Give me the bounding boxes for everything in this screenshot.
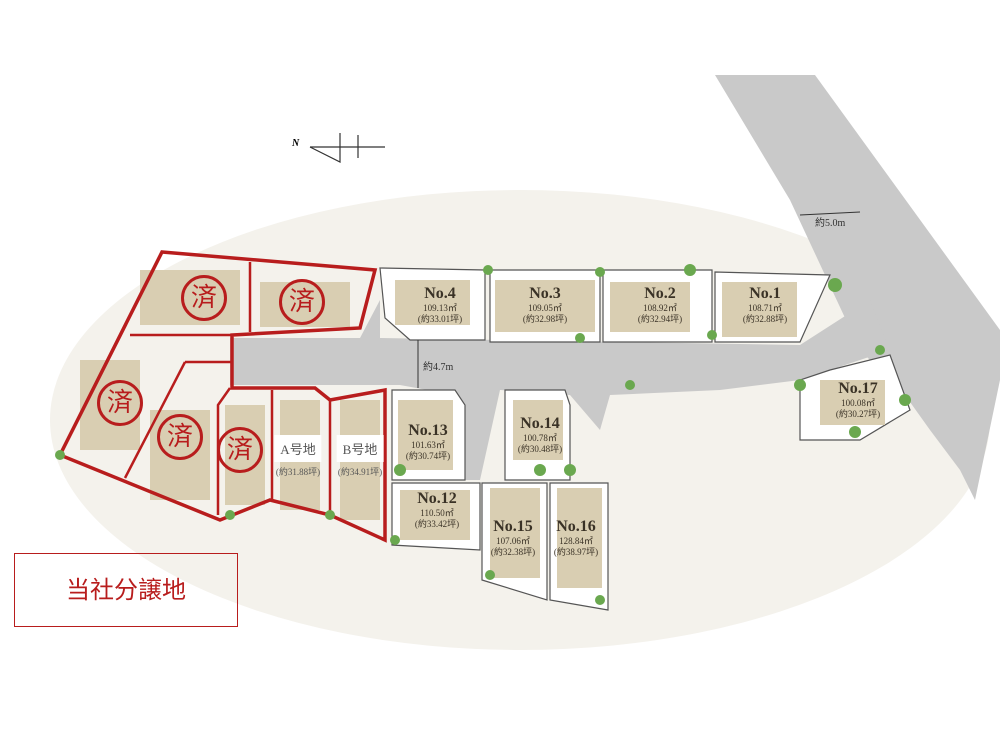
lot-number: No.3 — [529, 285, 561, 302]
lot-number: No.4 — [424, 285, 456, 302]
lot-b-label[interactable]: B号地 — [336, 435, 384, 462]
legend-company-lots: 当社分譲地 — [14, 553, 238, 627]
sold-stamp: 済 — [217, 427, 263, 473]
lot-area: 109.05㎡ — [528, 303, 562, 314]
lot-tsubo: (約32.38坪) — [490, 546, 536, 557]
lot-number: No.1 — [749, 285, 781, 302]
company-lot-dividers — [123, 262, 332, 515]
road-width-markers — [417, 211, 861, 388]
lot-b-tsubo: (約34.91坪) — [337, 467, 383, 477]
sold-stamp: 済 — [157, 414, 203, 460]
lot-a-tsubo: (約31.88坪) — [275, 467, 321, 477]
lot-number: No.16 — [556, 518, 596, 535]
lot-number: No.14 — [520, 415, 560, 432]
north-label: N — [292, 138, 300, 149]
lot-area: 101.63㎡ — [411, 440, 445, 451]
lot-tsubo: (約33.42坪) — [414, 518, 460, 529]
road-diagonal — [715, 75, 1000, 500]
lot-area: 107.06㎡ — [496, 536, 530, 547]
lot-number: No.2 — [644, 285, 676, 302]
lot-area: 108.71㎡ — [748, 303, 782, 314]
road-width-label: 約4.7m — [423, 362, 454, 373]
lot-a-label[interactable]: A号地 — [274, 435, 322, 462]
lot-tsubo: (約32.98坪) — [522, 313, 568, 324]
lot-tsubo: (約30.27坪) — [835, 408, 881, 419]
lot-tsubo: (約30.48坪) — [517, 443, 563, 454]
lot-area: 100.08㎡ — [841, 398, 875, 409]
sold-stamp: 済 — [181, 275, 227, 321]
lot-tsubo: (約38.97坪) — [553, 546, 599, 557]
lot-number: No.15 — [493, 518, 533, 535]
lot-area: 128.84㎡ — [559, 536, 593, 547]
lot-number: No.12 — [417, 490, 457, 507]
lot-tsubo: (約32.88坪) — [742, 313, 788, 324]
road-width-label: 約5.0m — [815, 218, 846, 229]
building-footprints — [80, 270, 885, 588]
lot-number: No.13 — [408, 422, 448, 439]
lot-area: 100.78㎡ — [523, 433, 557, 444]
lot-tsubo: (約32.94坪) — [637, 313, 683, 324]
sold-stamp: 済 — [279, 279, 325, 325]
north-arrow — [309, 133, 385, 163]
lot-tsubo: (約33.01坪) — [417, 313, 463, 324]
trees — [55, 264, 911, 605]
lot-area: 108.92㎡ — [643, 303, 677, 314]
sold-stamp: 済 — [97, 380, 143, 426]
lot-tsubo: (約30.74坪) — [405, 450, 451, 461]
lot-area: 109.13㎡ — [423, 303, 457, 314]
lot-area: 110.50㎡ — [420, 508, 454, 519]
lot-number: No.17 — [838, 380, 878, 397]
